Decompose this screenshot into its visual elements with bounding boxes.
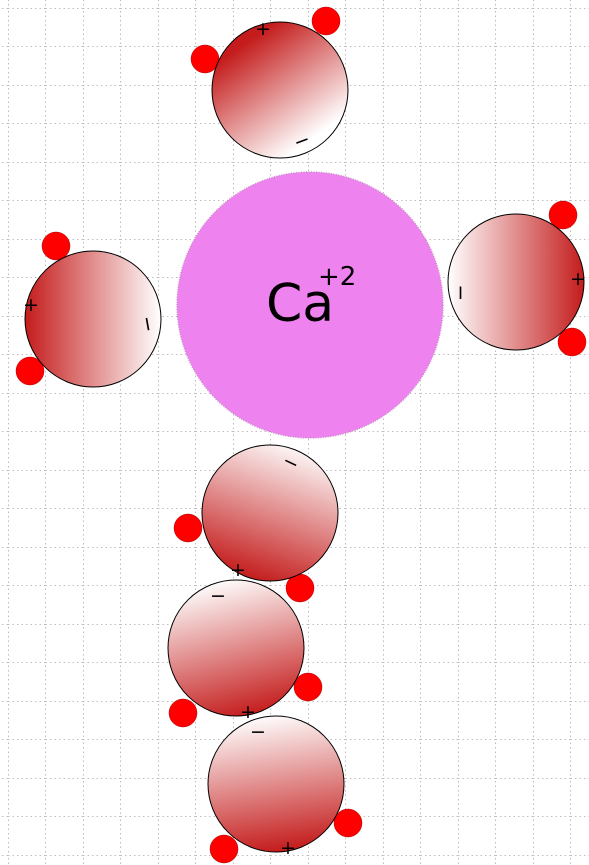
ion-symbol: Ca — [266, 274, 334, 334]
negative-charge: − — [210, 585, 226, 607]
hydrogen-atom — [293, 672, 323, 702]
negative-charge: − — [291, 128, 313, 154]
oxygen-atom — [211, 21, 349, 159]
hydrogen-atom — [557, 327, 587, 357]
oxygen-atom — [167, 579, 305, 717]
negative-charge: I — [458, 284, 463, 304]
hydrogen-atom — [311, 6, 341, 36]
positive-charge: + — [280, 837, 296, 859]
hydrogen-atom — [209, 834, 239, 864]
negative-charge: I — [143, 315, 151, 336]
calcium-ion: Ca +2 — [176, 171, 444, 439]
water-molecule-left: + I — [15, 231, 162, 388]
water-molecule-bottom-2: − + — [167, 579, 323, 728]
oxygen-atom — [447, 213, 585, 351]
hydrogen-atom — [173, 513, 203, 543]
positive-charge: + — [240, 701, 256, 723]
water-molecule-right: + I — [447, 200, 587, 357]
positive-charge: + — [23, 294, 39, 316]
oxygen-atom — [24, 250, 162, 388]
positive-charge: + — [255, 18, 271, 40]
water-molecule-bottom-1: − + — [173, 444, 339, 603]
ion-charge: +2 — [318, 262, 356, 292]
negative-charge: − — [250, 721, 266, 743]
hydrogen-atom — [15, 356, 45, 386]
hydrogen-atom — [190, 44, 220, 74]
water-molecule-bottom-3: − + — [207, 715, 363, 864]
oxygen-atom — [207, 715, 345, 853]
positive-charge: + — [230, 559, 246, 581]
hydrogen-atom — [333, 808, 363, 838]
hydrogen-atom — [41, 231, 71, 261]
calcium-ion-circle — [176, 171, 444, 439]
hydrogen-atom — [168, 698, 198, 728]
hydrogen-atom — [548, 200, 578, 230]
oxygen-atom — [201, 444, 339, 582]
water-molecule-top: + − — [190, 6, 349, 159]
positive-charge: + — [570, 268, 586, 290]
